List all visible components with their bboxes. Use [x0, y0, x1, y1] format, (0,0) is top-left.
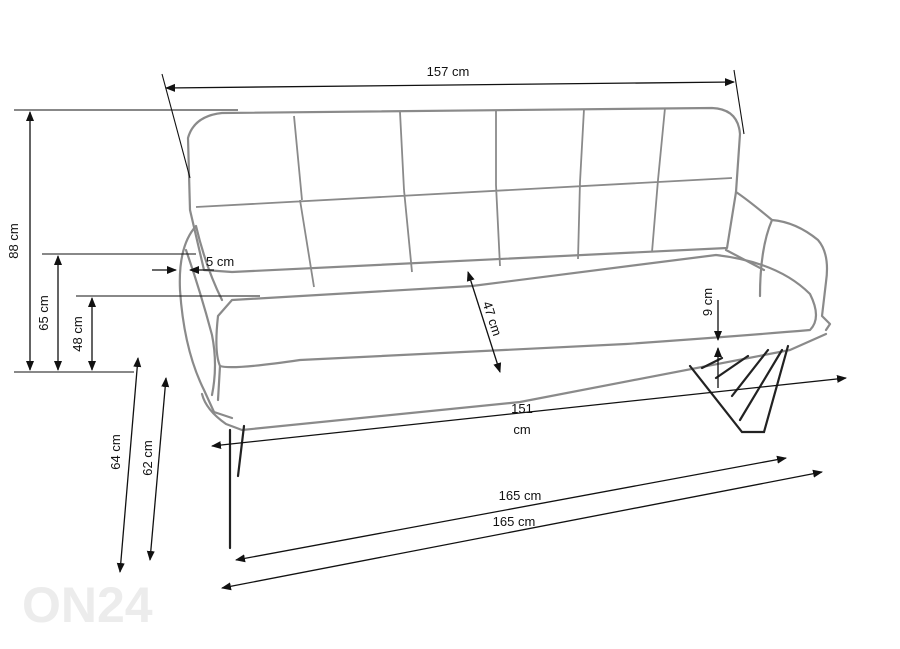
dimension-9-label: 9 cm	[700, 288, 715, 316]
dimension-48-label: 48 cm	[70, 316, 85, 351]
dimension-165-front-line	[235, 455, 787, 563]
dimension-64-label: 64 cm	[108, 434, 123, 469]
dimension-157-label: 157 cm	[427, 64, 470, 79]
watermark-logo: ON24	[22, 577, 153, 633]
dimension-5-label: 5 cm	[206, 254, 234, 269]
dimension-151-line	[211, 374, 847, 450]
dimension-165-front-label: 165 cm	[499, 488, 542, 503]
sofa-outline	[178, 106, 832, 550]
sofa-left-armrest	[178, 224, 234, 420]
dimension-151-value: 151	[511, 401, 533, 416]
extension-line	[733, 69, 745, 135]
backrest-seams	[195, 107, 733, 288]
dimension-62-label: 62 cm	[140, 440, 155, 475]
extension-line	[161, 73, 191, 179]
dimension-88-label: 88 cm	[6, 223, 21, 258]
dimension-165-base-label: 165 cm	[493, 514, 536, 529]
dimension-47-line	[466, 271, 502, 373]
dimension-lines: 157 cm 88 cm 65 cm 48 cm 5 cm 47 cm 9 cm…	[6, 64, 847, 591]
dimension-62-line	[146, 377, 170, 561]
dimension-64-line	[116, 357, 142, 573]
dimension-151-unit: cm	[513, 422, 530, 437]
sofa-right-armrest	[734, 190, 832, 332]
dimension-65-label: 65 cm	[36, 295, 51, 330]
sofa-rear-left-leg	[236, 424, 246, 478]
dimension-157-line	[165, 78, 735, 92]
sofa-seat-cushion	[215, 253, 818, 369]
dimension-165-base-line	[221, 469, 823, 591]
sofa-backrest	[186, 106, 742, 274]
